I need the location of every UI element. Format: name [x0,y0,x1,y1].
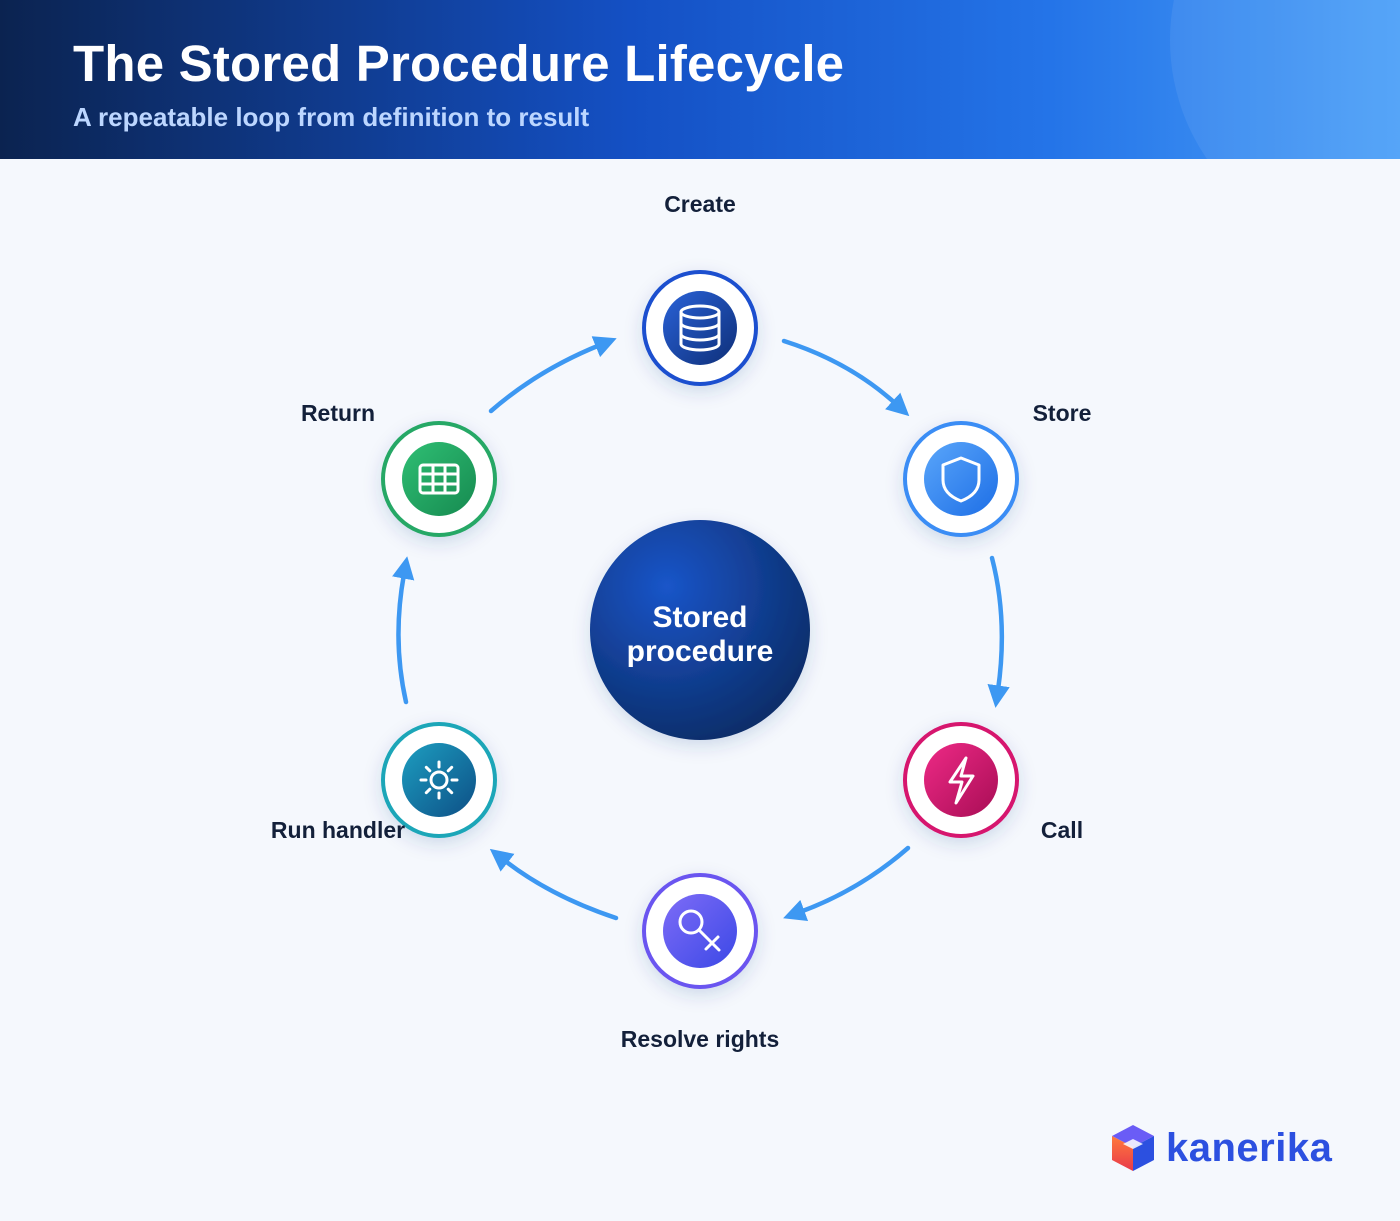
arrow-resolve-to-run [489,848,619,921]
shield-icon [941,456,981,503]
step-call: Call [903,722,1083,843]
center-label-line1: Stored [652,601,747,634]
step-label-call: Call [1041,817,1083,843]
arrow-run-to-return [392,556,415,705]
step-store: Store [903,400,1092,537]
header-banner: The Stored Procedure Lifecycle A repeata… [0,0,1400,159]
brand-name: kanerika [1166,1125,1333,1170]
arrow-return-to-create [488,336,617,414]
step-run-handler: Run handler [271,722,497,843]
lightning-icon [948,756,975,805]
page-title: The Stored Procedure Lifecycle [73,35,845,92]
step-label-store: Store [1033,400,1092,426]
cube-logo-icon [1112,1125,1154,1171]
step-create: Create [642,191,758,386]
center-label-line2: procedure [627,635,774,668]
page-subtitle: A repeatable loop from definition to res… [73,102,590,132]
arrow-create-to-store [781,338,910,417]
arrow-call-to-resolve [783,845,911,922]
cycle-arrows [392,336,1010,922]
header-decoration [1170,0,1400,159]
database-icon [679,304,721,352]
step-label-run-handler: Run handler [271,817,405,843]
key-icon [678,909,721,952]
brand-logo: kanerika [1108,1120,1332,1176]
step-label-create: Create [664,191,736,217]
center-node: Stored procedure [590,520,810,740]
step-label-resolve-rights: Resolve rights [621,1026,780,1052]
arrow-store-to-call [987,555,1010,708]
gear-icon [419,760,459,800]
table-icon [418,463,460,495]
step-return: Return [301,400,497,537]
step-label-return: Return [301,400,375,426]
step-resolve-rights: Resolve rights [621,873,780,1052]
